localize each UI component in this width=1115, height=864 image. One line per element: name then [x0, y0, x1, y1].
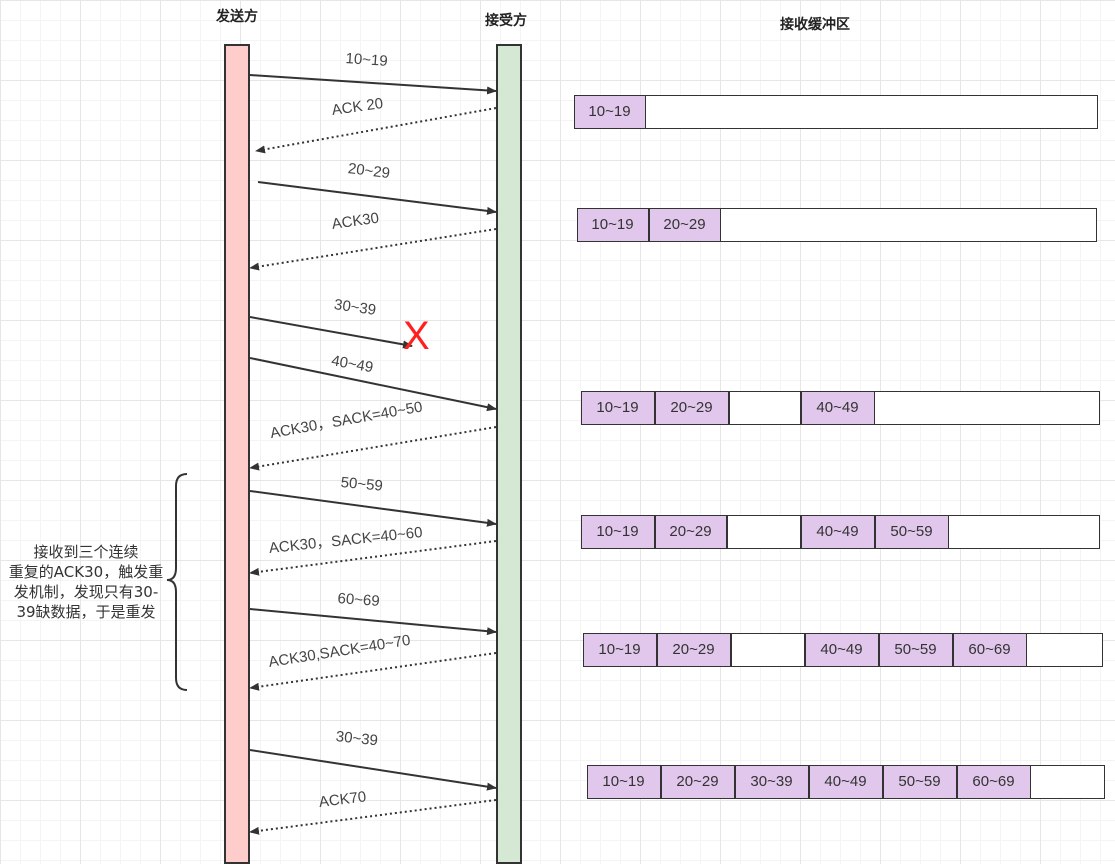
- data-segment-arrow: [249, 608, 497, 636]
- receive-buffer: 10~19: [573, 94, 1098, 129]
- ack-arrow: [249, 652, 497, 691]
- buffer-segment: 30~39: [734, 764, 809, 799]
- buffer-segment: 20~29: [654, 514, 727, 549]
- buffer-gap: [730, 632, 805, 667]
- buffer-segment: 60~69: [952, 632, 1027, 667]
- sender-lifeline: [224, 44, 250, 864]
- buffer-segment: 10~19: [576, 207, 649, 242]
- sender-header: 发送方: [216, 9, 258, 25]
- retransmit-note: 接收到三个连续 重复的ACK30，触发重 发机制，发现只有30- 39缺数据，于…: [2, 542, 170, 622]
- note-brace: [166, 473, 188, 691]
- buffer-segment: 10~19: [580, 514, 655, 549]
- buffer-segment: 20~29: [660, 764, 735, 799]
- ack-arrow: [249, 799, 497, 835]
- buffer-segment: 60~69: [956, 764, 1031, 799]
- buffer-segment: 20~29: [648, 207, 721, 242]
- receiver-lifeline: [496, 44, 522, 864]
- buffer-header: 接收缓冲区: [780, 17, 850, 33]
- data-segment-label: 10~19: [345, 50, 389, 70]
- data-segment-label: 60~69: [337, 590, 381, 610]
- data-segment-arrow: [257, 181, 497, 215]
- data-segment-arrow: [249, 490, 497, 527]
- buffer-gap: [728, 390, 801, 425]
- ack-arrow: [255, 107, 497, 154]
- buffer-segment: 10~19: [573, 94, 646, 129]
- ack-arrow: [249, 426, 497, 471]
- buffer-segment: 10~19: [586, 764, 661, 799]
- data-segment-arrow: [249, 357, 497, 412]
- buffer-segment: 40~49: [804, 632, 879, 667]
- buffer-segment: 20~29: [654, 390, 729, 425]
- buffer-segment: 10~19: [580, 390, 655, 425]
- data-segment-arrow: [249, 316, 413, 349]
- receiver-header: 接受方: [485, 13, 527, 29]
- data-segment-label: 50~59: [340, 474, 384, 495]
- buffer-segment: 20~29: [656, 632, 731, 667]
- ack-arrow: [249, 228, 497, 271]
- buffer-segment: 50~59: [882, 764, 957, 799]
- buffer-gap: [726, 514, 801, 549]
- buffer-segment: 40~49: [808, 764, 883, 799]
- buffer-segment: 10~19: [582, 632, 657, 667]
- ack-arrow: [249, 540, 497, 576]
- note-line: 39缺数据，于是重发: [16, 603, 156, 621]
- buffer-segment: 40~49: [800, 390, 875, 425]
- note-line: 重复的ACK30，触发重: [8, 563, 164, 581]
- buffer-segment: 40~49: [800, 514, 875, 549]
- buffer-segment: 50~59: [874, 514, 949, 549]
- lost-packet-x-marker: X: [403, 314, 430, 358]
- note-line: 发机制，发现只有30-: [13, 583, 159, 601]
- data-segment-arrow: [249, 749, 497, 791]
- note-line: 接收到三个连续: [33, 543, 139, 561]
- buffer-segment: 50~59: [878, 632, 953, 667]
- data-segment-arrow: [249, 74, 497, 95]
